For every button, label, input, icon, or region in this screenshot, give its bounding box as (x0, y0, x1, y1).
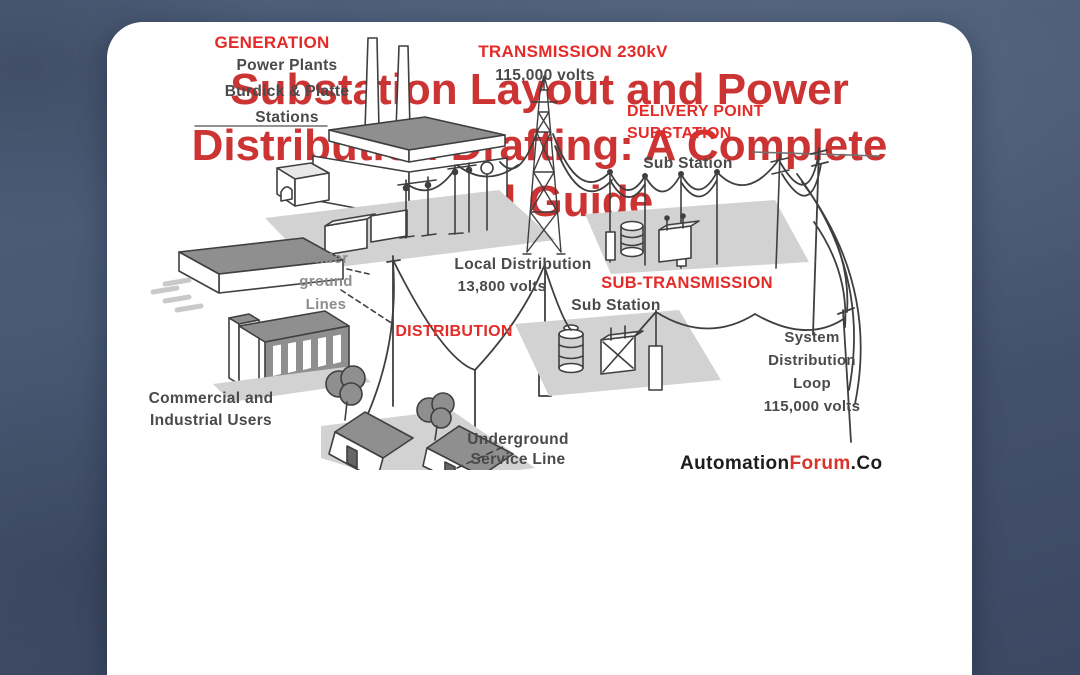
power-grid-illustration (150, 37, 880, 470)
label-commercial-users: Commercial and Industrial Users (148, 390, 274, 429)
label-system-loop: System Distribution Loop 115,000 volts (763, 329, 861, 415)
label-local-distribution: Local Distribution (454, 256, 592, 273)
horizon-lines (194, 125, 880, 157)
plant-switchyard (265, 161, 555, 270)
label-distribution: DISTRIBUTION (395, 323, 513, 340)
transmission-tower (522, 75, 566, 255)
watermark-automation: Automation (680, 453, 790, 470)
watermark-forum: Forum (789, 453, 851, 470)
label-substation-lower: Sub Station (571, 297, 661, 314)
automationforum-watermark: AutomationForum.Co (680, 453, 882, 470)
label-transmission: TRANSMISSION 230kV (478, 42, 668, 61)
warehouse (150, 237, 394, 325)
system-loop-wires (779, 147, 862, 443)
label-local-distribution-volts: 13,800 volts (457, 278, 547, 295)
label-substation-top: Sub Station (643, 155, 733, 172)
watermark-co: .Co (850, 453, 883, 470)
label-generation: GENERATION (214, 33, 330, 52)
label-sub-transmission: SUB-TRANSMISSION (601, 274, 773, 292)
delivery-substation (585, 153, 809, 274)
subtransmission-substation (515, 267, 846, 396)
label-underground-service: Underground Service Line (467, 431, 569, 468)
houses-and-trees (321, 365, 535, 470)
label-delivery-point: DELIVERY POINT SUBSTATION (627, 103, 764, 142)
label-generation-sub: Power Plants Burdick & Platte Stations (224, 57, 350, 126)
hero-card: GENERATION Power Plants Burdick & Platte… (107, 22, 972, 675)
power-grid-diagram: GENERATION Power Plants Burdick & Platte… (107, 22, 972, 470)
label-underground-lines: Under ground Lines (299, 250, 353, 313)
label-transmission-volts: 115,000 volts (495, 67, 595, 84)
transmission-wires (406, 131, 781, 198)
page-title: Substation Layout and Power Distribution… (191, 65, 888, 226)
